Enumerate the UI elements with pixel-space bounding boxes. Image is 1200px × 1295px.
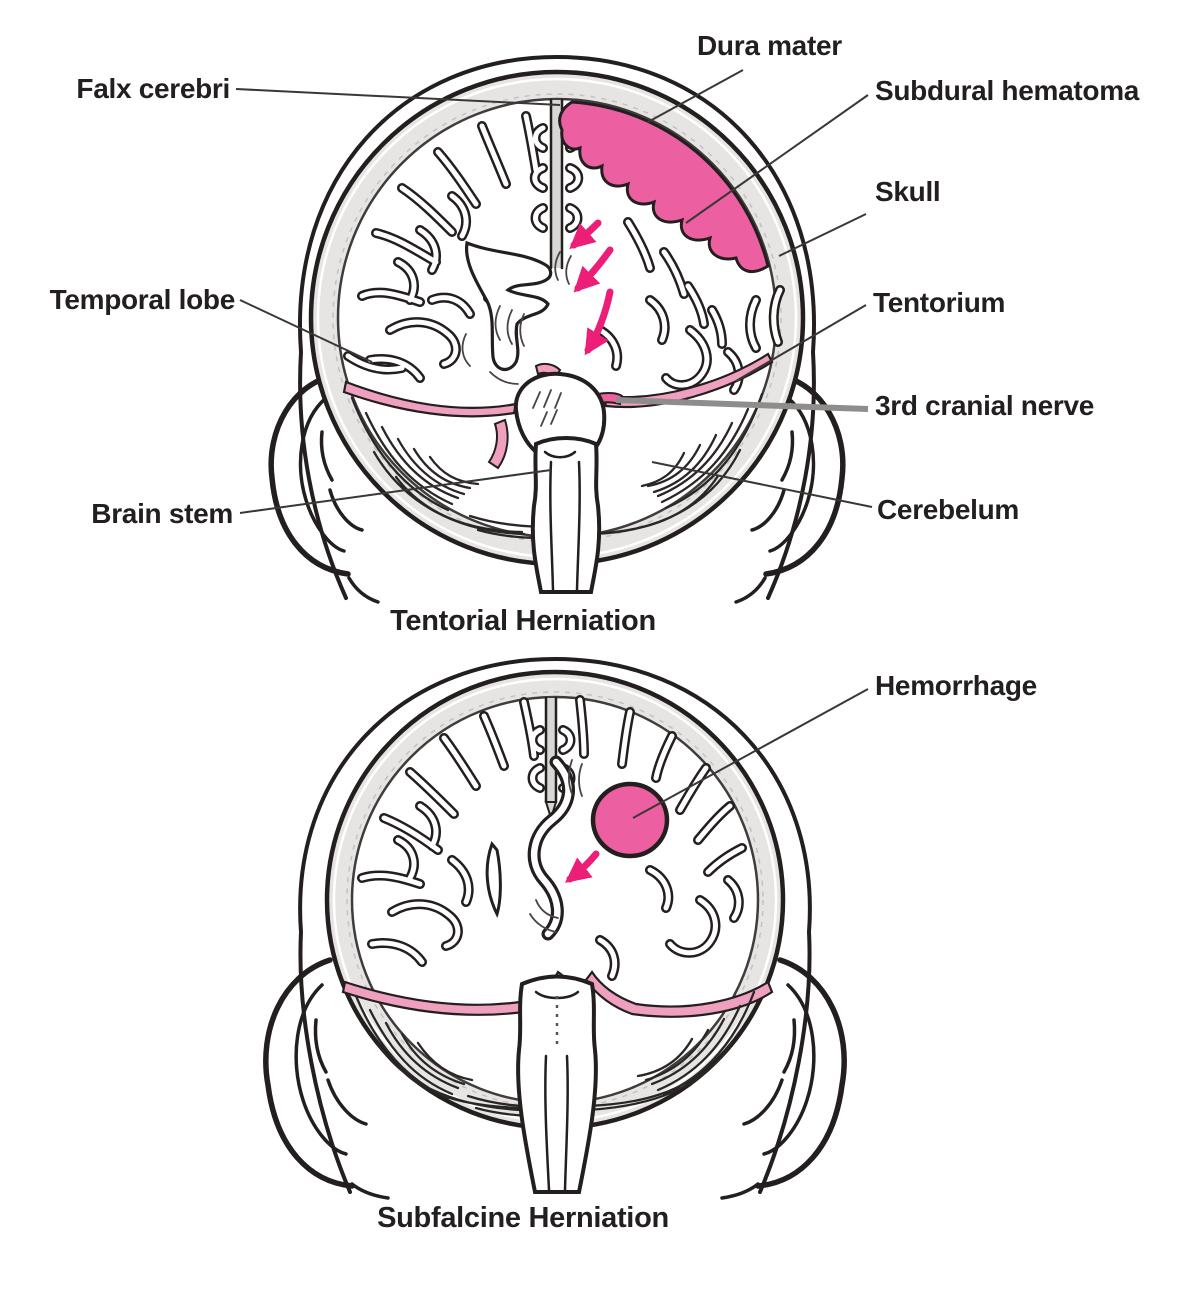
jaw-line-left (347, 576, 380, 604)
herniation-arrow-1 (569, 219, 602, 250)
label-cerebelum: Cerebelum (877, 494, 1020, 525)
label-subdural-hematoma: Subdural hematoma (875, 75, 1140, 106)
caption-subfalcine-herniation: Subfalcine Herniation (377, 1202, 669, 1234)
label-dura-mater: Dura mater (697, 30, 842, 61)
label-tentorium: Tentorium (873, 287, 1006, 318)
lateral-ventricle (464, 240, 553, 371)
tentorium-leader-line (735, 304, 867, 382)
dura-mater-line-2 (346, 691, 764, 1109)
tentorium-free-edge (487, 418, 509, 470)
dura-mater-line (332, 93, 782, 543)
caption-tentorial-herniation: Tentorial Herniation (390, 605, 656, 637)
leader-lines-fig1 (235, 69, 873, 514)
head-outline (298, 55, 816, 600)
label-brain-stem: Brain stem (91, 498, 233, 529)
jaw-line-left-2 (350, 1182, 390, 1200)
herniation-arrow-2 (573, 246, 614, 293)
label-hemorrhage: Hemorrhage (875, 670, 1037, 701)
brain-stem-shape (530, 436, 602, 594)
herniation-arrows (569, 219, 614, 356)
leader-lines-fig2 (632, 688, 869, 819)
third-cranial-nerve-leader-line (615, 397, 869, 412)
stress-hatches (461, 251, 572, 385)
cortical-gyri-2 (357, 695, 747, 981)
figure-subfalcine-herniation (263, 657, 869, 1200)
brain-stem-leader-line (239, 469, 552, 514)
label-falx-cerebri: Falx cerebri (76, 73, 230, 104)
cingulate-herniation (485, 755, 583, 941)
falx-free-edge-sliver (485, 841, 502, 919)
jaw-line-right (734, 576, 767, 604)
skull-leader-line (778, 213, 867, 257)
brain-stem-shape-2 (516, 974, 598, 1194)
herniation-arrow-3 (584, 288, 614, 356)
falx-cerebri-leader-line (235, 88, 561, 106)
label-skull: Skull (875, 176, 941, 207)
hemorrhage-leader-line (632, 688, 869, 819)
label-temporal-lobe: Temporal lobe (49, 284, 236, 315)
falx-cerebri-line-2 (544, 696, 558, 822)
dura-mater-leader-line (647, 69, 744, 123)
label-third-cranial-nerve: 3rd cranial nerve (875, 390, 1095, 421)
temporal-lobe-leader-line (239, 299, 373, 363)
hemorrhage-circle (590, 781, 670, 859)
figure-tentorial-herniation (235, 55, 873, 604)
tentorium-membrane (342, 352, 774, 470)
head-outline-2 (298, 657, 812, 1194)
subdural-hematoma-leader-line (685, 94, 869, 224)
jaw-line-right-2 (720, 1182, 760, 1200)
subdural-hematoma-region (558, 100, 770, 274)
cortical-gyri (343, 111, 785, 395)
subfalcine-arrow (565, 850, 600, 883)
cerebelum-leader-line (651, 461, 873, 508)
